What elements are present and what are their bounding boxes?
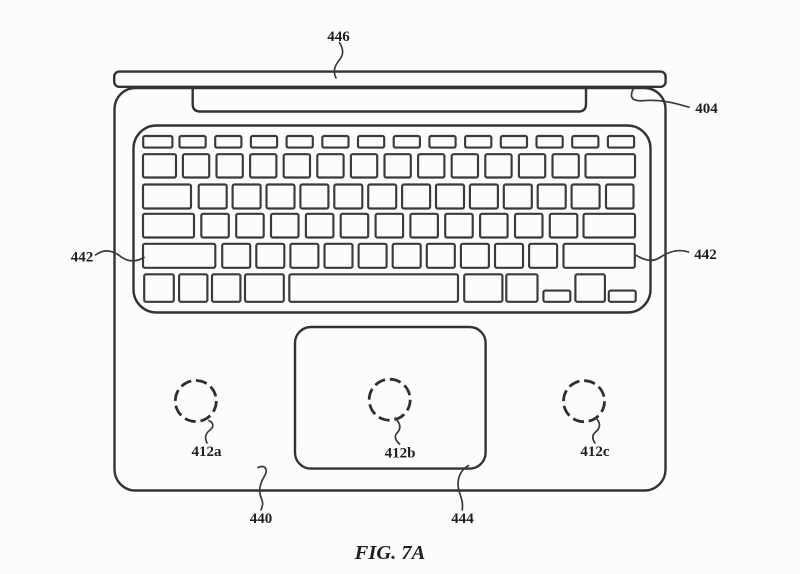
svg-text:412a: 412a [192, 444, 223, 460]
svg-text:442: 442 [71, 250, 94, 266]
svg-text:412b: 412b [385, 446, 416, 462]
svg-text:442: 442 [694, 247, 717, 263]
svg-text:446: 446 [327, 29, 350, 45]
svg-text:404: 404 [695, 101, 718, 117]
svg-text:444: 444 [451, 511, 474, 527]
svg-text:440: 440 [250, 511, 273, 527]
svg-text:FIG. 7A: FIG. 7A [354, 542, 426, 564]
svg-text:412c: 412c [580, 444, 610, 460]
